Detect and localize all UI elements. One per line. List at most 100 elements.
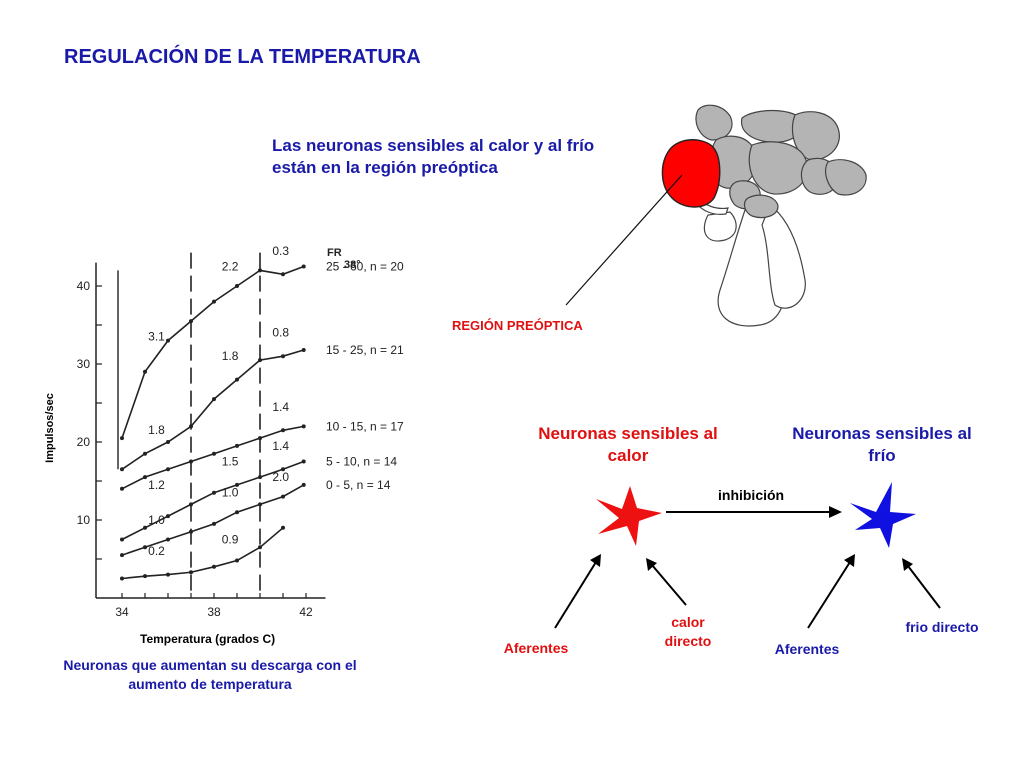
data-point: [212, 451, 216, 456]
data-point: [301, 459, 306, 464]
preoptic-region-shape: [661, 139, 721, 208]
data-point: [143, 574, 147, 579]
data-point: [166, 338, 170, 343]
data-label: 1.2: [148, 478, 165, 492]
data-label: 2.0: [272, 470, 289, 484]
data-label: 3.1: [148, 330, 165, 344]
direct-cold-label: frio directo: [905, 619, 979, 635]
x-tick-label: 34: [115, 605, 129, 619]
data-point: [189, 529, 193, 534]
data-point: [212, 521, 216, 526]
chart-caption: Neuronas que aumentan su descarga con el…: [63, 657, 357, 692]
data-label: 1.8: [222, 349, 239, 363]
x-tick-label: 42: [299, 605, 313, 619]
data-point: [258, 545, 262, 550]
brain-icon: [661, 104, 867, 327]
data-point: [258, 358, 262, 363]
data-point: [143, 525, 147, 530]
data-point: [189, 319, 193, 324]
cold-neurons-title: Neuronas sensibles al frío: [792, 424, 972, 465]
legend-entry: 25 - 60, n = 20: [326, 260, 404, 274]
data-point: [301, 424, 306, 429]
data-point: [143, 475, 147, 480]
data-point: [301, 482, 306, 487]
data-point: [281, 494, 285, 499]
data-label: 1.4: [272, 439, 289, 453]
data-point: [281, 272, 285, 277]
data-point: [258, 475, 262, 480]
data-point: [281, 467, 285, 472]
legend-entry: 10 - 15, n = 17: [326, 419, 404, 433]
data-point: [120, 576, 124, 581]
y-tick-label: 40: [77, 279, 91, 293]
data-point: [120, 537, 124, 542]
legend-entry: 15 - 25, n = 21: [326, 343, 404, 357]
afferents-cold-label: Aferentes: [774, 641, 840, 657]
direct-arrow-warm: [646, 558, 687, 606]
inhibition-arrow: [666, 506, 842, 518]
data-point: [235, 558, 239, 563]
data-point: [235, 284, 239, 288]
warm-neuron-icon: [596, 486, 662, 546]
warm-neurons-title: Neuronas sensibles al calor: [538, 424, 718, 465]
data-point: [166, 537, 170, 542]
data-point: [143, 545, 147, 550]
y-tick-label: 10: [77, 513, 91, 527]
data-label: 1.4: [272, 400, 289, 414]
data-point: [235, 482, 239, 487]
data-point: [189, 502, 193, 507]
data-point: [212, 564, 216, 569]
data-label: 1.5: [222, 454, 239, 468]
cold-neuron-icon: [850, 482, 916, 548]
data-point: [166, 440, 170, 444]
intro-text: Las neuronas sensibles al calor y al frí…: [272, 136, 595, 177]
data-point: [235, 443, 239, 448]
data-point: [120, 486, 124, 491]
data-point: [235, 510, 239, 515]
data-label: 0.3: [272, 244, 289, 258]
data-label: 0.9: [222, 532, 239, 546]
inhibition-label: inhibición: [718, 487, 785, 503]
data-point: [120, 553, 124, 558]
data-point: [120, 436, 124, 441]
data-point: [166, 467, 170, 472]
slide-title: REGULACIÓN DE LA TEMPERATURA: [64, 46, 421, 68]
data-point: [258, 268, 262, 273]
data-point: [166, 572, 170, 577]
data-point: [258, 436, 262, 441]
data-point: [166, 514, 170, 519]
data-point: [212, 299, 216, 304]
region-label: REGIÓN PREÓPTICA: [452, 318, 583, 333]
data-point: [258, 502, 262, 507]
direct-warm-label: calor directo: [664, 614, 712, 649]
afferent-arrow-cold: [807, 554, 855, 629]
y-tick-label: 20: [77, 435, 91, 449]
data-label: 0.8: [272, 326, 289, 340]
legend-header: FR: [327, 247, 342, 259]
region-pointer-line: [565, 174, 683, 306]
afferent-arrow-warm: [554, 554, 601, 629]
data-point: [235, 377, 239, 382]
legend-entry: 5 - 10, n = 14: [326, 455, 397, 469]
data-point: [143, 369, 147, 374]
data-point: [189, 459, 193, 464]
data-label: 1.0: [222, 486, 239, 500]
series-line: [121, 527, 284, 580]
x-axis-title: Temperatura (grados C): [140, 632, 276, 646]
y-axis-title: Impulsos/sec: [44, 393, 56, 463]
direct-arrow-cold: [902, 558, 941, 609]
afferents-warm-label: Aferentes: [503, 640, 569, 656]
data-point: [120, 467, 124, 472]
data-label: 1.8: [148, 423, 165, 437]
data-point: [143, 451, 147, 456]
legend-entry: 0 - 5, n = 14: [326, 478, 391, 492]
data-point: [212, 490, 216, 495]
data-point: [212, 397, 216, 402]
legend-header-sup: 38°: [344, 259, 361, 271]
data-point: [281, 428, 285, 433]
data-point: [281, 525, 285, 530]
data-point: [189, 570, 193, 575]
y-tick-label: 30: [77, 357, 91, 371]
